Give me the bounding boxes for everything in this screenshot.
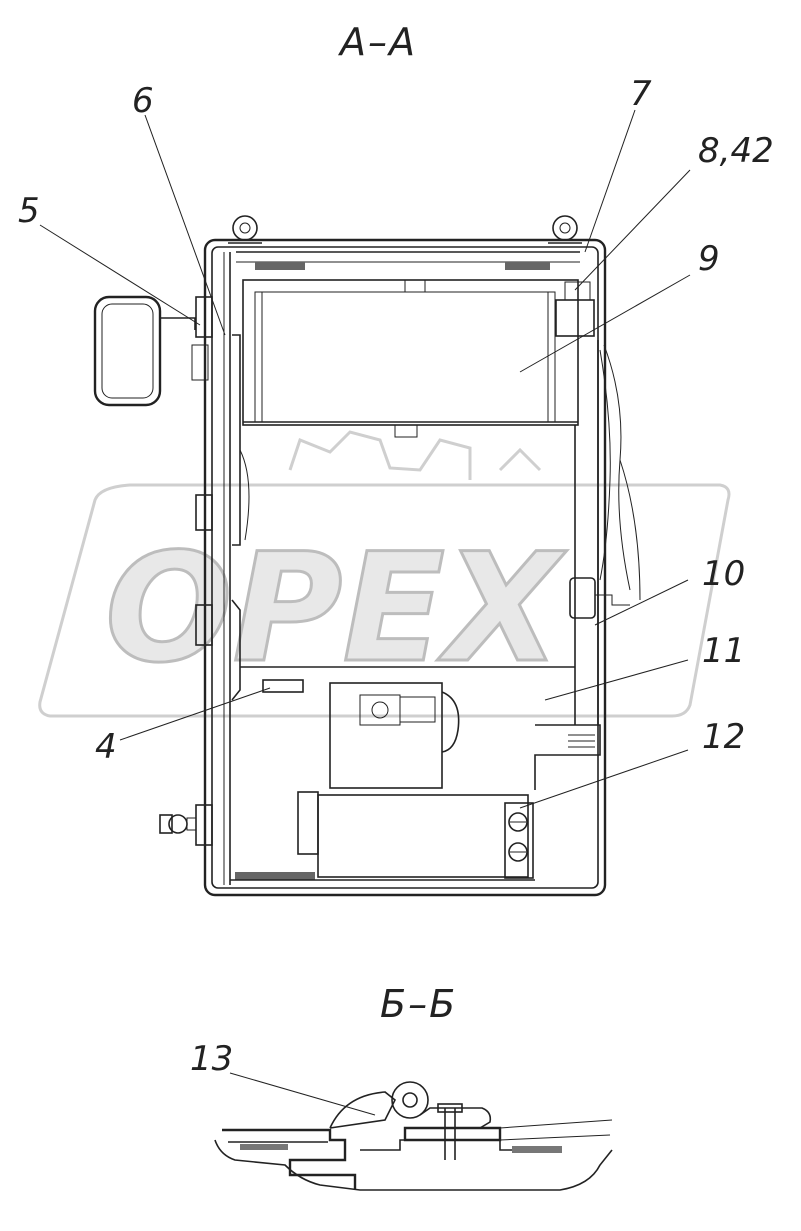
- lower-handle: [231, 599, 241, 701]
- cable-right: [603, 344, 631, 591]
- control-unit: [329, 682, 460, 789]
- lifting-eye-left: [228, 215, 262, 244]
- cable-right-2: [599, 349, 611, 581]
- callout-4: 4: [95, 727, 117, 767]
- door-handle: [232, 334, 241, 546]
- leader-lines: [39, 109, 691, 1116]
- callout-12: 12: [702, 717, 745, 757]
- door-handle-curve: [239, 449, 250, 541]
- section-bb-title: Б–Б: [380, 982, 457, 1026]
- heater-unit: [504, 802, 534, 879]
- section-aa-title: А–А: [337, 20, 417, 64]
- callout-9: 9: [698, 239, 720, 279]
- right-pillar: [569, 340, 630, 725]
- label-plate: [262, 679, 304, 693]
- section-bb-detail: [214, 1081, 613, 1191]
- callout-11: 11: [702, 631, 745, 671]
- bracket-top-right: [564, 281, 591, 301]
- callout-13: 13: [190, 1039, 233, 1079]
- callout-7: 7: [630, 74, 652, 114]
- door-lock: [159, 814, 197, 834]
- rear-window: [242, 279, 579, 438]
- control-box: [555, 299, 595, 337]
- callout-6: 6: [132, 81, 154, 121]
- callout-5: 5: [18, 191, 40, 231]
- cable-right-3: [619, 459, 641, 601]
- left-hinges: [191, 296, 213, 846]
- callout-10: 10: [702, 554, 745, 594]
- callout-8-42: 8,42: [698, 131, 774, 171]
- side-mirror: [93, 295, 196, 407]
- lifting-eye-right: [548, 215, 582, 244]
- lower-box: [297, 791, 529, 878]
- cab-frame: [203, 238, 607, 897]
- watermark-text: OPEX: [105, 522, 567, 696]
- step-bracket: [534, 724, 601, 790]
- watermark-logo: OPEX: [38, 430, 731, 718]
